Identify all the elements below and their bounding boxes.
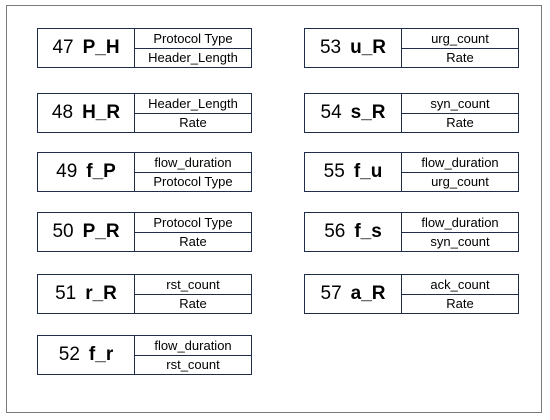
feature-bottom: Rate	[446, 296, 474, 312]
feature-top: flow_duration	[135, 336, 251, 356]
card-number: 49	[56, 161, 78, 182]
card-code: P_R	[82, 221, 120, 242]
feature-card-52: 52 f_r flow_duration rst_count	[37, 335, 252, 375]
feature-card-51: 51 r_R rst_count Rate	[37, 274, 252, 314]
feature-top: urg_count	[402, 29, 518, 49]
feature-card-55: 55 f_u flow_duration urg_count	[304, 152, 519, 192]
card-code: r_R	[85, 283, 117, 304]
feature-bottom: Rate	[179, 115, 207, 131]
feature-top: ack_count	[402, 275, 518, 295]
card-features: flow_duration urg_count	[402, 153, 518, 191]
card-number: 53	[319, 37, 342, 58]
card-features: ack_count Rate	[402, 275, 518, 313]
card-id: 56 f_s	[305, 213, 402, 251]
card-number: 56	[324, 221, 346, 242]
card-code: f_P	[86, 161, 116, 182]
feature-bottom: Protocol Type	[153, 174, 233, 190]
card-id: 54 s_R	[305, 94, 402, 132]
feature-bottom: rst_count	[166, 357, 220, 373]
card-features: Protocol Type Header_Length	[135, 29, 251, 67]
feature-bottom: Header_Length	[148, 50, 238, 66]
card-code: u_R	[350, 37, 387, 58]
card-code: s_R	[350, 102, 386, 123]
card-number: 52	[58, 344, 80, 365]
feature-card-54: 54 s_R syn_count Rate	[304, 93, 519, 133]
feature-card-56: 56 f_s flow_duration syn_count	[304, 212, 519, 252]
card-features: flow_duration syn_count	[402, 213, 518, 251]
card-features: flow_duration Protocol Type	[135, 153, 251, 191]
card-number: 55	[323, 161, 345, 182]
card-code: H_R	[82, 102, 121, 123]
card-code: P_H	[82, 37, 120, 58]
card-id: 51 r_R	[38, 275, 135, 313]
feature-card-53: 53 u_R urg_count Rate	[304, 28, 519, 68]
card-id: 57 a_R	[305, 275, 402, 313]
card-number: 57	[320, 283, 342, 304]
card-id: 50 P_R	[38, 213, 135, 251]
card-features: Header_Length Rate	[135, 94, 251, 132]
card-features: Protocol Type Rate	[135, 213, 251, 251]
card-id: 48 H_R	[38, 94, 135, 132]
feature-bottom: Rate	[179, 234, 207, 250]
card-features: rst_count Rate	[135, 275, 251, 313]
card-id: 47 P_H	[38, 29, 135, 67]
card-features: urg_count Rate	[402, 29, 518, 67]
card-id: 53 u_R	[305, 29, 402, 67]
card-id: 55 f_u	[305, 153, 402, 191]
feature-top: rst_count	[135, 275, 251, 295]
feature-bottom: Rate	[446, 50, 474, 66]
card-code: f_s	[354, 221, 382, 242]
card-id: 52 f_r	[38, 336, 135, 374]
feature-top: flow_duration	[135, 153, 251, 173]
card-number: 50	[52, 221, 74, 242]
card-number: 51	[55, 283, 77, 304]
card-features: syn_count Rate	[402, 94, 518, 132]
feature-top: Header_Length	[135, 94, 251, 114]
feature-top: syn_count	[402, 94, 518, 114]
feature-card-49: 49 f_P flow_duration Protocol Type	[37, 152, 252, 192]
card-id: 49 f_P	[38, 153, 135, 191]
feature-top: flow_duration	[402, 213, 518, 233]
feature-card-48: 48 H_R Header_Length Rate	[37, 93, 252, 133]
card-code: a_R	[350, 283, 386, 304]
card-number: 48	[51, 102, 74, 123]
card-features: flow_duration rst_count	[135, 336, 251, 374]
feature-bottom: Rate	[179, 296, 207, 312]
feature-card-50: 50 P_R Protocol Type Rate	[37, 212, 252, 252]
figure-frame	[6, 5, 542, 413]
feature-bottom: Rate	[446, 115, 474, 131]
feature-top: flow_duration	[402, 153, 518, 173]
card-number: 54	[320, 102, 342, 123]
feature-card-57: 57 a_R ack_count Rate	[304, 274, 519, 314]
card-code: f_u	[353, 161, 383, 182]
feature-bottom: urg_count	[431, 174, 489, 190]
feature-top: Protocol Type	[135, 213, 251, 233]
card-number: 47	[52, 37, 74, 58]
card-code: f_r	[88, 344, 114, 365]
feature-top: Protocol Type	[135, 29, 251, 49]
feature-card-47: 47 P_H Protocol Type Header_Length	[37, 28, 252, 68]
feature-bottom: syn_count	[430, 234, 490, 250]
